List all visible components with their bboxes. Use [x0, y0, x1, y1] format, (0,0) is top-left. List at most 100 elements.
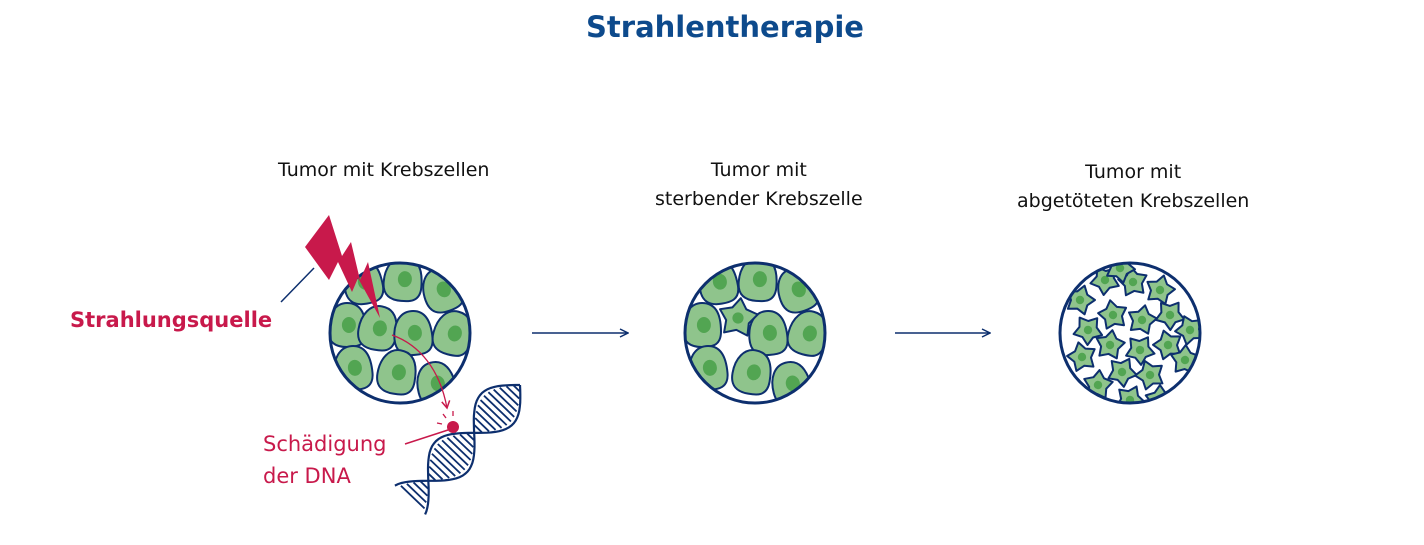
- lightning-bolt-icon: [305, 215, 380, 318]
- nucleus: [1093, 380, 1103, 390]
- dna-base-pair: [437, 443, 466, 471]
- dna-strand: [394, 383, 520, 487]
- cancer-cell: [737, 264, 778, 303]
- dna-base-pair: [479, 399, 508, 426]
- nucleus: [1180, 355, 1190, 365]
- dna-base-pair: [475, 410, 497, 431]
- nucleus: [802, 325, 817, 342]
- nucleus: [1105, 340, 1115, 350]
- dead-cell: [1146, 274, 1176, 306]
- dead-cell: [1115, 385, 1146, 402]
- nucleus: [1125, 395, 1135, 402]
- dead-cell: [1066, 341, 1096, 372]
- nucleus: [391, 364, 406, 381]
- dead-cell: [1174, 315, 1199, 346]
- dna-damage-label: Schädigung der DNA: [263, 428, 387, 492]
- nucleus: [347, 359, 362, 376]
- dna-base-pair: [477, 404, 503, 429]
- cancer-cell: [431, 310, 469, 357]
- cancer-cell: [748, 310, 789, 357]
- dna-base-pair: [400, 485, 426, 510]
- dna-base-pair: [505, 385, 520, 400]
- cancer-cell: [786, 310, 824, 357]
- stage-2-line-2: sterbender Krebszelle: [655, 188, 863, 210]
- dead-cell: [1107, 357, 1138, 388]
- dna-base-pair: [513, 384, 521, 392]
- dna-helix-icon: [394, 383, 522, 515]
- nucleus: [341, 317, 356, 333]
- dead-cell: [718, 297, 759, 337]
- nucleus: [1163, 340, 1173, 350]
- cancer-cell: [393, 310, 434, 357]
- nucleus: [1117, 367, 1127, 377]
- dna-damage-line-2: der DNA: [263, 464, 351, 488]
- dna-base-pair: [452, 435, 473, 455]
- dna-base-pair: [420, 480, 429, 490]
- dna-damage-line-1: Schädigung: [263, 432, 387, 456]
- stage-3-label: Tumor mit abgetöteten Krebszellen: [1017, 158, 1249, 216]
- nucleus: [436, 281, 451, 298]
- dna-base-pair: [441, 439, 469, 466]
- nucleus: [407, 324, 422, 341]
- stage-1-label: Tumor mit Krebszellen: [278, 156, 489, 185]
- damage-burst-icon: [436, 411, 454, 425]
- nucleus: [762, 324, 777, 341]
- dna-base-pair: [493, 388, 518, 413]
- dna-base-pair: [431, 453, 456, 477]
- damage-arrow-icon: [391, 334, 451, 410]
- nucleus: [696, 317, 711, 333]
- dna-base-pair: [459, 433, 474, 448]
- nucleus: [1135, 345, 1145, 355]
- cancer-cell: [422, 267, 465, 314]
- nucleus: [1077, 352, 1087, 362]
- nucleus: [372, 320, 387, 337]
- damage-point-icon: [447, 421, 459, 433]
- dna-base-pair: [406, 483, 427, 504]
- cancer-cell: [416, 361, 458, 402]
- damage-leader-line: [404, 429, 449, 445]
- dna-base-pair: [412, 481, 428, 497]
- dna-base-pair: [473, 424, 483, 433]
- dead-cell: [1097, 299, 1128, 330]
- nucleus: [1083, 325, 1093, 335]
- tumor-2-outline: [683, 261, 827, 405]
- stage-3-line-2: abgetöteten Krebszellen: [1017, 190, 1250, 212]
- dead-cell: [1151, 329, 1182, 361]
- radiation-source-label: Strahlungsquelle: [70, 308, 273, 332]
- tumor-1-outline: [328, 261, 472, 405]
- dna-base-pair: [446, 437, 472, 461]
- dna-base-pair: [474, 417, 490, 432]
- nucleus: [397, 271, 412, 288]
- dna-base-pair: [487, 391, 515, 418]
- source-leader-line: [280, 267, 315, 303]
- dead-cell: [1072, 316, 1104, 346]
- nucleus: [1155, 285, 1165, 295]
- nucleus: [1100, 275, 1110, 285]
- dead-cell: [1095, 329, 1126, 360]
- nucleus: [785, 375, 800, 392]
- nucleus: [702, 359, 717, 376]
- dna-base-pair: [428, 465, 444, 480]
- nucleus: [1115, 264, 1125, 273]
- nucleus: [1165, 310, 1175, 320]
- nucleus: [1075, 295, 1085, 305]
- dna-base-pair: [499, 387, 519, 406]
- nucleus: [1128, 277, 1138, 287]
- dna-base-pair: [483, 395, 512, 423]
- nucleus: [1108, 310, 1118, 320]
- dead-cell: [1066, 284, 1096, 316]
- stage-1-line-1: Tumor mit Krebszellen: [278, 159, 490, 181]
- dead-cell: [1154, 301, 1186, 332]
- cancer-cell: [777, 267, 820, 314]
- dna-base-pair: [429, 459, 450, 479]
- dead-cell: [1106, 264, 1136, 284]
- cancer-cell: [382, 264, 423, 303]
- dead-cell: [1134, 359, 1164, 391]
- dna-base-pair: [428, 473, 436, 481]
- cancer-cell: [698, 264, 740, 306]
- stage-2-label: Tumor mit sterbender Krebszelle: [655, 156, 863, 214]
- nucleus: [1137, 315, 1147, 325]
- cancer-cell: [771, 361, 813, 402]
- nucleus: [712, 273, 727, 290]
